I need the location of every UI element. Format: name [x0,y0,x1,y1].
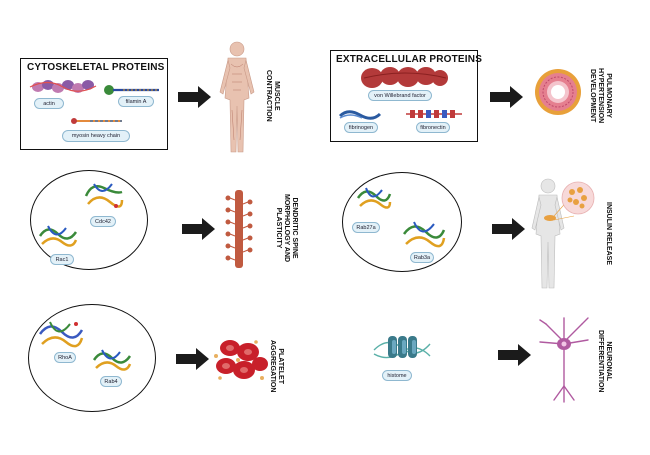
dendritic-spine-icon [225,190,253,268]
cdc42-label: Cdc42 [90,216,116,227]
outcome-muscle-line-2: CONTRACTION [265,70,272,122]
outcome-insulin-release: INSULIN RELEASE [604,202,612,265]
rab4-protein-graphic [92,349,132,371]
outcome-platelet-line-2: AGGREGATION [269,340,276,393]
rab3a-protein-graphic [402,221,446,248]
rhoa-label: RhoA [54,352,76,363]
arrow-4 [492,218,525,240]
vwf-label: von Willebrand factor [368,90,432,101]
outcome-dendritic-spine: DENDRITIC SPINE MORPHOLOGY AND PLASTICIT… [274,194,298,262]
arrow-5 [176,348,209,370]
rhoa-rab4-circle [28,304,156,412]
human-pancreas-icon [531,178,595,289]
rab27a-protein-graphic [356,187,392,209]
filamin-graphic [104,85,159,95]
cdc42-protein-graphic [84,183,124,208]
fibronectin-label: fibronectin [416,122,450,133]
outcome-neuronal-line-1: NEURONAL [605,341,612,382]
arrow-2 [490,86,523,108]
arrow-3 [182,218,215,240]
cytoskeletal-title: CYTOSKELETAL PROTEINS [27,62,165,73]
outcome-pulmonary-line-2: HYPERTENSION [597,68,604,124]
actin-label: actin [34,98,64,109]
vwf-graphic [361,67,448,88]
extracellular-title: EXTRACELLULAR PROTEINS [336,54,483,65]
outcome-dendritic-line-1: DENDRITIC SPINE [291,197,298,259]
outcome-neuronal-differentiation: NEURONAL DIFFERENTIATION [596,330,612,392]
rac1-protein-graphic [38,225,78,247]
rab3a-label: Rab3a [410,252,434,263]
myosin-graphic [71,118,122,124]
outcome-dendritic-line-2: MORPHOLOGY AND [283,194,290,263]
outcome-muscle-contraction: MUSCLE CONTRACTION [264,70,280,122]
rac1-label: Rac1 [50,254,74,265]
rhoa-protein-graphic [38,321,84,348]
neuron-icon [539,317,589,403]
outcome-neuronal-line-2: DIFFERENTIATION [597,330,604,393]
fibrinogen-label: fibrinogen [344,122,378,133]
fibrinogen-graphic [338,110,382,120]
arrow-1 [178,86,211,108]
outcome-pulmonary-hypertension: PULMONARY HYPERTENSION DEVELOPMENT [588,68,612,123]
cdc42-rac1-circle [30,170,148,270]
outcome-dendritic-line-3: PLASTICITY [275,207,282,249]
rab27a-label: Rab27a [352,222,380,233]
arrow-6 [498,344,531,366]
filamin-label: filamin A [118,96,154,107]
histone-nucleosome-graphic [373,336,431,359]
outcome-muscle-line-1: MUSCLE [273,81,280,111]
platelet-rbc-cluster-icon [214,340,268,380]
blood-vessel-cross-section-icon [535,69,581,115]
fibronectin-graphic [406,110,462,118]
outcome-platelet-line-1: PLATELET [277,348,284,385]
myosin-label: myosin heavy chain [62,130,130,142]
histone-label: histome [382,370,412,381]
outcome-pulmonary-line-1: PULMONARY [605,73,612,119]
outcome-platelet-aggregation: PLATELET AGGREGATION [268,340,284,392]
actin-filament-graphic [29,80,97,93]
outcome-insulin-line-1: INSULIN RELEASE [605,202,612,266]
rab4-label: Rab4 [100,376,122,387]
outcome-pulmonary-line-3: DEVELOPMENT [589,68,596,123]
human-body-muscle-icon [219,41,255,153]
